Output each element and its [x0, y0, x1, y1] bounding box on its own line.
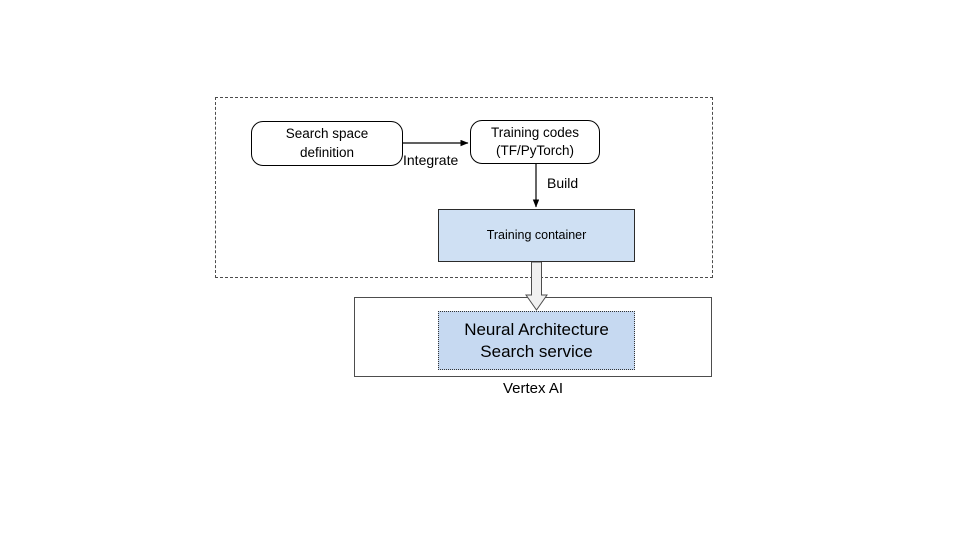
user-environment-group [215, 97, 713, 278]
node-search-space-definition[interactable]: Search space definition [251, 121, 403, 166]
vertex-ai-group-label: Vertex AI [502, 380, 564, 397]
node-search-space-line1: Search space [285, 126, 369, 142]
node-nas-service-line2: Search service [480, 341, 593, 361]
node-training-codes-line1: Training codes [490, 124, 580, 140]
node-training-codes[interactable]: Training codes (TF/PyTorch) [470, 120, 600, 164]
edge-label-integrate: Integrate [403, 152, 459, 168]
node-search-space-line2: definition [299, 144, 355, 160]
node-training-container[interactable]: Training container [438, 209, 635, 262]
node-neural-architecture-search-service[interactable]: Neural Architecture Search service [438, 311, 635, 370]
node-search-space-text: Search space definition [252, 125, 402, 161]
node-training-codes-text: Training codes (TF/PyTorch) [471, 124, 599, 160]
node-training-container-label: Training container [486, 228, 587, 243]
node-training-codes-line2: (TF/PyTorch) [495, 143, 574, 158]
node-nas-service-line1: Neural Architecture [464, 320, 609, 340]
edge-label-build: Build [547, 175, 579, 191]
node-nas-service-text: Neural Architecture Search service [439, 319, 634, 362]
